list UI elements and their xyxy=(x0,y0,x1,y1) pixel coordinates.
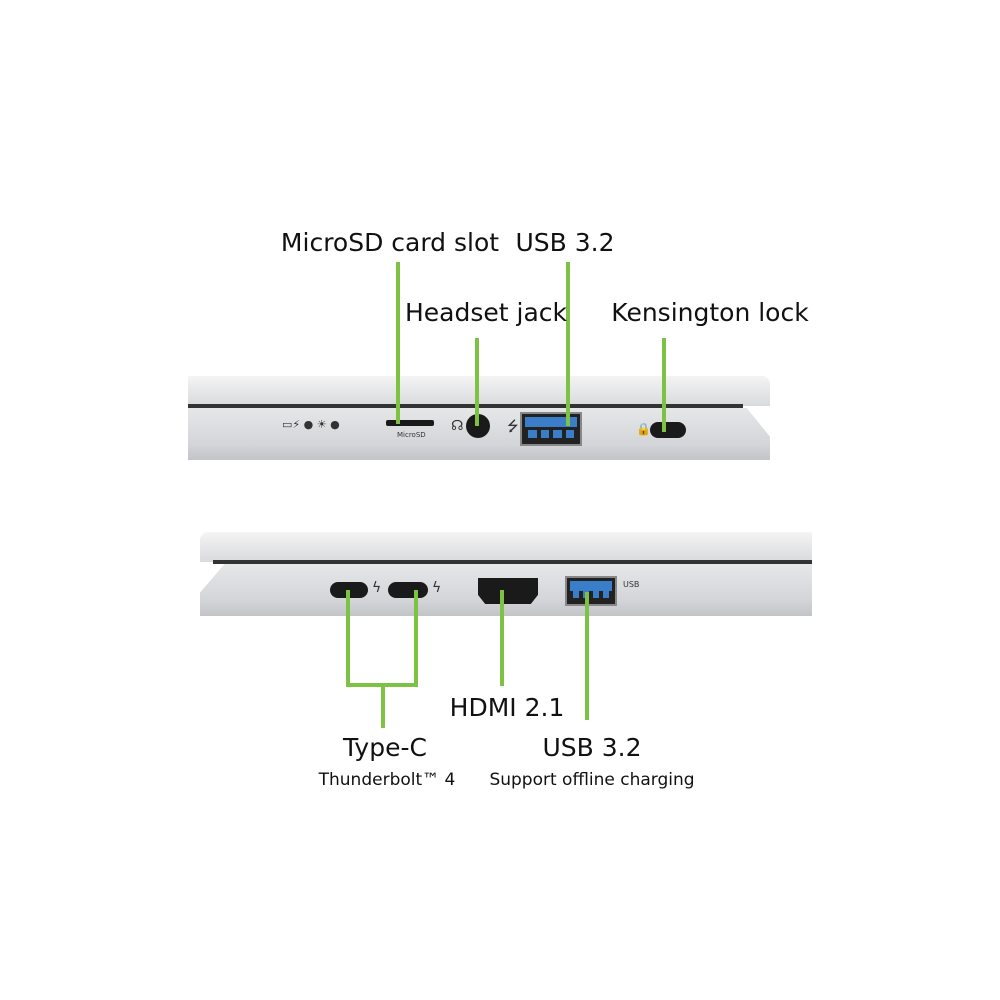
label-microsd: MicroSD card slot xyxy=(280,228,500,257)
label-typec-sub: Thunderbolt™ 4 xyxy=(318,770,456,790)
callout-line-hdmi xyxy=(500,590,504,686)
callout-line-usb-top xyxy=(566,262,570,426)
thunderbolt-icon: ϟ xyxy=(372,580,382,596)
callout-line-typec-2 xyxy=(414,590,418,687)
label-usb-bottom-sub: Support offline charging xyxy=(489,770,695,790)
callout-line-microsd xyxy=(396,262,400,424)
laptop-lid xyxy=(200,532,812,562)
label-headset: Headset jack xyxy=(404,298,568,327)
usb-port-bottom xyxy=(565,576,617,606)
microsd-print: MicroSD xyxy=(397,431,426,439)
lid-gap xyxy=(213,560,812,564)
kensington-icon: 🔒 xyxy=(636,422,651,436)
label-typec: Type-C xyxy=(343,733,427,762)
thunderbolt-icon: ϟ xyxy=(432,580,442,596)
typec-port-2 xyxy=(388,582,428,598)
callout-line-typec-1 xyxy=(346,590,350,687)
kensington-slot xyxy=(650,422,686,438)
label-kensington: Kensington lock xyxy=(611,298,809,327)
headset-icon: ☊ xyxy=(451,418,464,434)
usb-charging-icon: USB xyxy=(623,580,640,589)
laptop-lid xyxy=(188,376,770,406)
label-usb-bottom: USB 3.2 xyxy=(542,733,642,762)
label-hdmi: HDMI 2.1 xyxy=(449,693,565,722)
callout-line-typec-stem xyxy=(381,683,385,728)
usb-port-top xyxy=(520,412,582,446)
label-usb-top: USB 3.2 xyxy=(515,228,615,257)
usb-icon: ⭍ xyxy=(507,419,519,435)
microsd-slot xyxy=(386,420,434,426)
callout-line-headset xyxy=(475,338,479,426)
battery-status-icon: ▭⚡ ● ☀ ● xyxy=(282,418,340,431)
lid-gap xyxy=(188,404,743,408)
hdmi-port xyxy=(478,578,538,604)
callout-line-usb-bottom xyxy=(585,592,589,720)
callout-line-kensington xyxy=(662,338,666,432)
